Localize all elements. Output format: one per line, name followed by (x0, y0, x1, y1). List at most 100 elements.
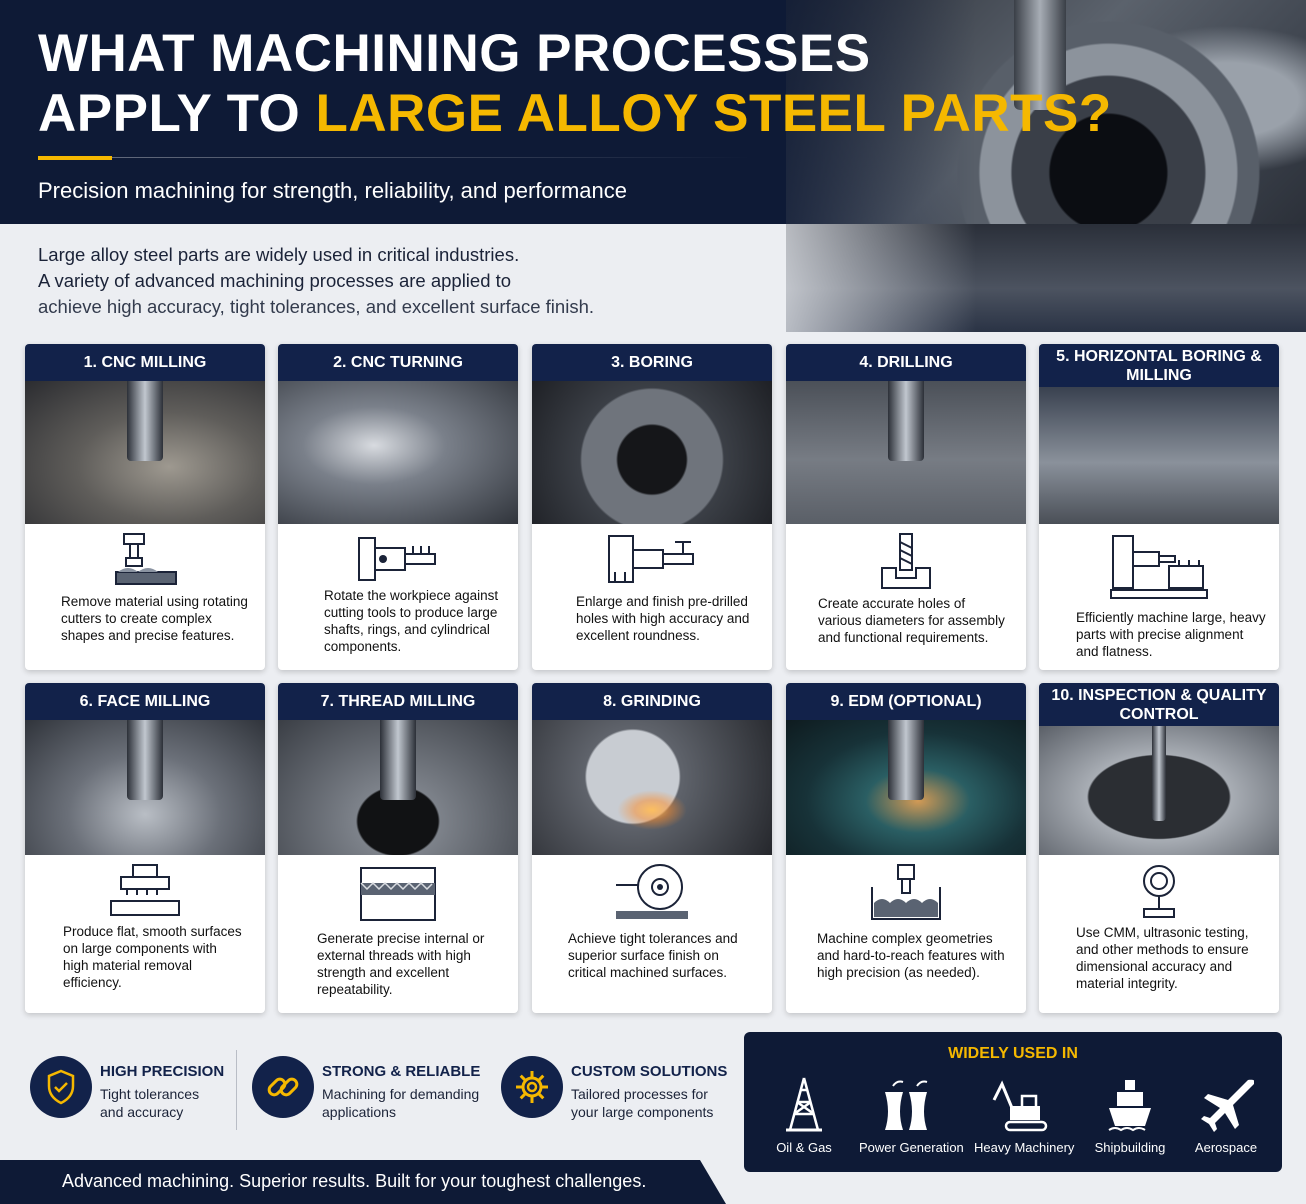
thread-icon (278, 865, 518, 923)
process-card-grinding: 8. GRINDING Achieve tight tolerances and… (532, 683, 772, 1013)
process-description: Machine complex geometries and hard-to-r… (817, 931, 1005, 980)
process-description: Efficiently machine large, heavy parts w… (1076, 610, 1266, 659)
card-title: 6. FACE MILLING (25, 683, 265, 720)
feature-line-2: your large components (571, 1104, 714, 1120)
industry-power-generation: Power Generation (859, 1074, 964, 1155)
footer-banner: Advanced machining. Superior results. Bu… (0, 1160, 726, 1204)
industry-label: Shipbuilding (1094, 1140, 1166, 1155)
intro-text: Large alloy steel parts are widely used … (38, 242, 738, 320)
industry-label: Aerospace (1194, 1140, 1258, 1155)
cooling-tower-icon (885, 1080, 928, 1130)
card-title: 9. EDM (OPTIONAL) (786, 683, 1026, 720)
milling-icon (25, 532, 265, 588)
process-description: Use CMM, ultrasonic testing, and other m… (1076, 925, 1249, 991)
process-photo (1039, 387, 1279, 524)
process-card-face-milling: 6. FACE MILLING Produce flat, smooth sur… (25, 683, 265, 1013)
feature-line-2: applications (322, 1104, 396, 1120)
page-title: WHAT MACHINING PROCESSES APPLY TO LARGE … (38, 24, 1112, 144)
industry-label: Power Generation (859, 1140, 964, 1155)
horizontal-boring-icon (1039, 532, 1279, 602)
feature-line-2: and accuracy (100, 1104, 184, 1120)
intro-line-3: achieve high accuracy, tight tolerances,… (38, 296, 594, 317)
process-photo (25, 381, 265, 524)
feature-description: Tight tolerances and accuracy (100, 1085, 199, 1121)
sparks-graphic (617, 790, 687, 830)
face-mill-icon (25, 863, 265, 919)
process-description: Achieve tight tolerances and superior su… (568, 931, 738, 980)
feature-strong-reliable: STRONG & RELIABLE Machining for demandin… (252, 1050, 492, 1130)
process-card-inspection-quality: 10. INSPECTION & QUALITY CONTROL Use CMM… (1039, 683, 1279, 1013)
process-card-cnc-milling: 1. CNC MILLING Remove material using rot… (25, 344, 265, 670)
process-card-horizontal-boring-milling: 5. HORIZONTAL BORING & MILLING Efficient… (1039, 344, 1279, 670)
process-photo (532, 381, 772, 524)
boring-icon (532, 532, 772, 586)
face-mill-graphic (127, 720, 163, 800)
oil-rig-icon (786, 1077, 822, 1132)
process-card-thread-milling: 7. THREAD MILLING Generate precise inter… (278, 683, 518, 1013)
hero-fade-overlay (716, 0, 976, 224)
process-photo (278, 381, 518, 524)
probe-graphic (1152, 726, 1166, 821)
card-title: 1. CNC MILLING (25, 344, 265, 381)
electrode-graphic (888, 720, 924, 800)
edm-icon (786, 863, 1026, 923)
industry-label: Heavy Machinery (974, 1140, 1075, 1155)
drill-bit-graphic (888, 381, 924, 461)
process-description: Enlarge and finish pre-drilled holes wit… (576, 594, 750, 643)
turning-icon (278, 532, 518, 586)
card-title: 4. DRILLING (786, 344, 1026, 381)
card-title: 7. THREAD MILLING (278, 683, 518, 720)
title-line-2-accent: LARGE ALLOY STEEL PARTS? (315, 84, 1112, 143)
thread-mill-graphic (380, 720, 416, 800)
industries-panel: WIDELY USED IN Oil & Gas Power Generatio… (744, 1032, 1282, 1172)
cutter-graphic (127, 381, 163, 461)
gear-icon (501, 1056, 563, 1118)
excavator-icon (992, 1080, 1048, 1132)
industry-oil-gas: Oil & Gas (754, 1074, 854, 1155)
card-title: 5. HORIZONTAL BORING & MILLING (1039, 344, 1279, 387)
airplane-icon (1201, 1079, 1254, 1132)
feature-divider (236, 1050, 237, 1130)
feature-custom-solutions: CUSTOM SOLUTIONS Tailored processes for … (501, 1050, 731, 1130)
industry-heavy-machinery: Heavy Machinery (974, 1074, 1074, 1155)
chain-link-icon (252, 1056, 314, 1118)
shield-check-icon (30, 1056, 92, 1118)
process-description: Produce flat, smooth surfaces on large c… (63, 924, 242, 990)
drill-icon (786, 532, 1026, 590)
process-photo (25, 720, 265, 855)
card-title: 10. INSPECTION & QUALITY CONTROL (1039, 683, 1279, 726)
hero-spindle-graphic (1014, 0, 1066, 110)
process-description: Remove material using rotating cutters t… (61, 594, 248, 643)
header-banner: WHAT MACHINING PROCESSES APPLY TO LARGE … (0, 0, 1306, 224)
feature-title: HIGH PRECISION (100, 1063, 225, 1080)
feature-line-1: Tight tolerances (100, 1086, 200, 1102)
feature-line-1: Tailored processes for (571, 1086, 708, 1102)
grinding-wheel-icon (532, 861, 772, 923)
industry-shipbuilding: Shipbuilding (1080, 1074, 1180, 1155)
intro-line-1: Large alloy steel parts are widely used … (38, 244, 520, 265)
feature-description: Machining for demanding applications (322, 1085, 479, 1121)
title-divider-line (112, 157, 752, 158)
industry-aerospace: Aerospace (1176, 1074, 1276, 1155)
title-line-1: WHAT MACHINING PROCESSES (38, 24, 871, 83)
process-description: Rotate the workpiece against cutting too… (324, 588, 499, 654)
process-photo (786, 720, 1026, 855)
card-title: 2. CNC TURNING (278, 344, 518, 381)
process-photo (786, 381, 1026, 524)
feature-description: Tailored processes for your large compon… (571, 1085, 713, 1121)
title-accent-rule (38, 156, 112, 160)
industry-label: Oil & Gas (776, 1140, 832, 1155)
feature-line-1: Machining for demanding (322, 1086, 480, 1102)
process-card-cnc-turning: 2. CNC TURNING Rotate the workpiece agai… (278, 344, 518, 670)
process-card-drilling: 4. DRILLING Create accurate holes of var… (786, 344, 1026, 670)
hero-fade-lower (716, 224, 976, 332)
title-line-2-prefix: APPLY TO (38, 84, 316, 143)
process-card-boring: 3. BORING Enlarge and finish pre-drilled… (532, 344, 772, 670)
ship-icon (1108, 1080, 1151, 1132)
page-subtitle: Precision machining for strength, reliab… (38, 178, 627, 203)
feature-title: STRONG & RELIABLE (322, 1063, 481, 1080)
process-photo (1039, 726, 1279, 855)
process-photo (278, 720, 518, 855)
process-photo (532, 720, 772, 855)
card-title: 8. GRINDING (532, 683, 772, 720)
